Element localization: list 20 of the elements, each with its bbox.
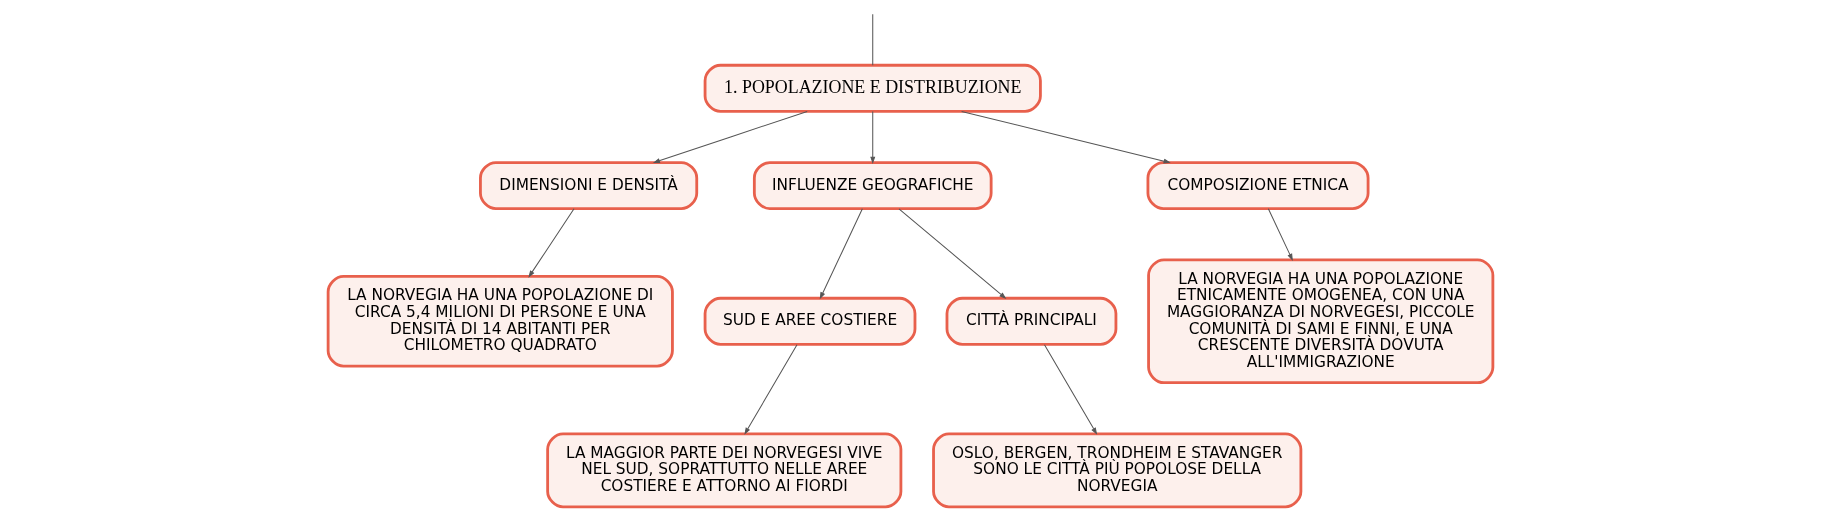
node-box: OSLO, BERGEN, TRONDHEIM E STAVANGER SONO LE CITTÀ PIÙ POPOLOSE DELLA NORVEGIA [932, 432, 1303, 509]
arrow [528, 208, 575, 278]
arrow [1044, 344, 1098, 435]
node-box: CITTÀ PRINCIPALI [945, 296, 1118, 346]
arrow [898, 208, 1007, 299]
arrow [652, 110, 808, 163]
arrow [961, 110, 1171, 164]
arrow [1267, 208, 1293, 261]
node-box: COMPOSIZIONE ETNICA [1146, 161, 1370, 211]
arrow [870, 111, 876, 164]
node-box: 1. POPOLAZIONE E DISTRIBUZIONE [703, 63, 1042, 113]
node-box: LA NORVEGIA HA UNA POPOLAZIONE ETNICAMENTE OMOGENEA, CON UNA MAGGIORANZA DI NORVEGESI, PICCOLE COMUNITÀ DI SAMI E FINNI, E UNA CRESCENTE DIVERSITÀ DOVUTA ALL'IMMIGRAZIONE [1147, 258, 1495, 385]
node-box: LA MAGGIOR PARTE DEI NORVEGESI VIVE NEL SUD, SOPRATTUTTO NELLE AREE COSTIERE E ATTORNO AI FIORDI [546, 432, 903, 509]
connector [872, 13, 874, 66]
arrow [819, 208, 863, 300]
arrow [744, 344, 798, 435]
node-box: INFLUENZE GEOGRAFICHE [752, 161, 993, 211]
node-box: LA NORVEGIA HA UNA POPOLAZIONE DI CIRCA 5,4 MILIONI DI PERSONE E UNA DENSITÀ DI 14 ABITANTI PER CHILOMETRO QUADRATO [326, 275, 674, 368]
node-box: SUD E AREE COSTIERE [703, 296, 917, 346]
node-box: DIMENSIONI E DENSITÀ [479, 161, 699, 211]
